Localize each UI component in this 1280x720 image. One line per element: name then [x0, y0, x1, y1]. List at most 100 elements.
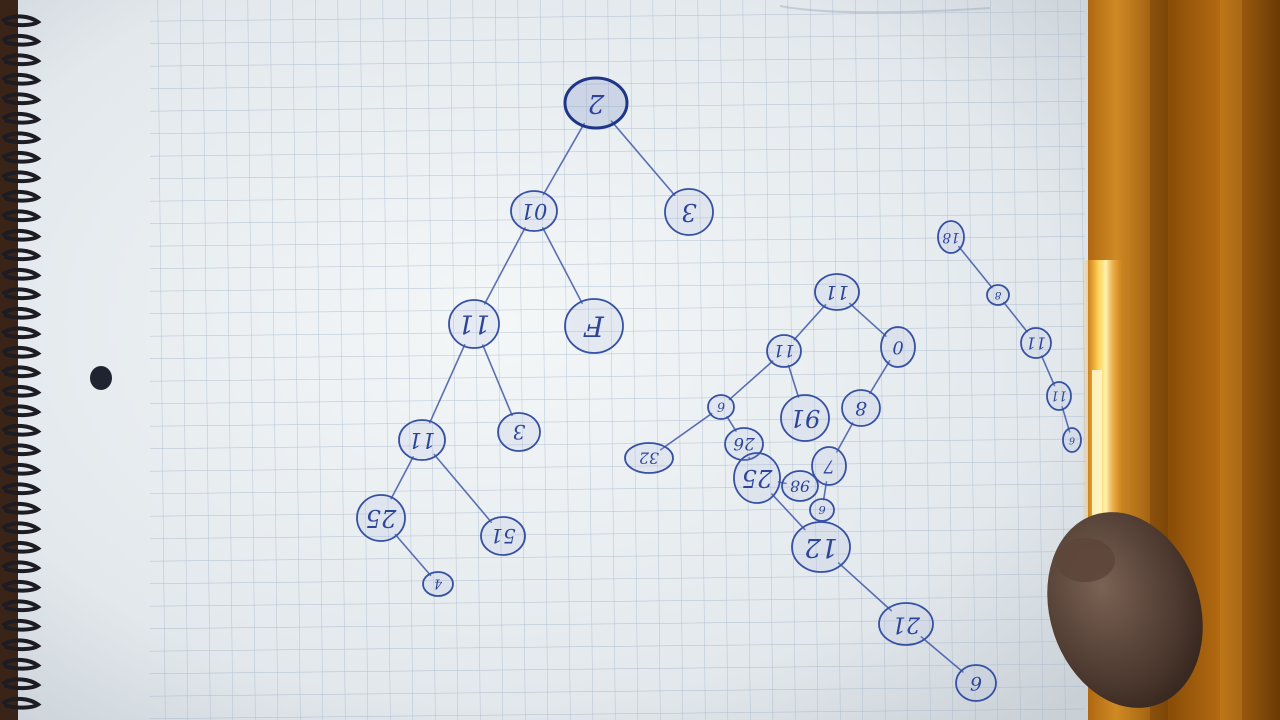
tree-node: 21 [878, 602, 934, 646]
tree-edge [541, 227, 583, 305]
spiral-binding-icon [2, 14, 42, 710]
spiral-coil [2, 53, 42, 67]
spiral-coil [2, 404, 42, 418]
node-circle [1062, 427, 1082, 453]
tree-edges [390, 120, 1071, 673]
tree-node: F [564, 298, 624, 354]
tree-node: 91 [780, 394, 830, 442]
node-label: 91 [790, 404, 821, 432]
spiral-coil [2, 599, 42, 613]
tree-node: 11 [814, 273, 860, 311]
node-label: 11 [1026, 334, 1046, 353]
tree-node: 11 [398, 419, 446, 461]
node-circle [664, 188, 714, 236]
tree-edge [483, 226, 526, 305]
node-circle [1020, 327, 1052, 359]
tree-node: 11 [448, 299, 500, 349]
spiral-coil [2, 33, 42, 47]
spiral-coil [2, 72, 42, 86]
node-label: 51 [490, 524, 515, 548]
tree-node: 8 [841, 389, 881, 427]
node-circle [766, 334, 802, 368]
tree-node: 4 [422, 571, 454, 597]
node-circle [733, 452, 781, 504]
spiral-coil [2, 443, 42, 457]
tree-edge [728, 360, 774, 401]
spiral-coil [2, 189, 42, 203]
node-label: 11 [773, 341, 794, 361]
tree-node: 6 [955, 664, 997, 702]
node-circle [986, 284, 1010, 306]
tree-edge [428, 344, 466, 424]
tree-edge [793, 303, 827, 341]
node-label: 01 [521, 199, 548, 223]
node-circle [809, 498, 835, 522]
node-circle [814, 273, 860, 311]
node-label: 11 [458, 310, 490, 339]
node-label: 8 [855, 397, 867, 419]
spiral-coil [2, 170, 42, 184]
spiral-coil [2, 540, 42, 554]
tree-edge [957, 245, 993, 289]
spiral-coil [2, 482, 42, 496]
node-label: 32 [639, 449, 659, 468]
tree-edge [1061, 406, 1071, 433]
tree-node: 6 [1062, 427, 1082, 453]
spiral-coil [2, 657, 42, 671]
spiral-coil [2, 462, 42, 476]
spiral-coil [2, 423, 42, 437]
spiral-coil [2, 228, 42, 242]
node-label: 8 [994, 289, 1001, 301]
tree-edge [920, 636, 964, 673]
node-circle [955, 664, 997, 702]
tree-node: 3 [497, 412, 541, 452]
node-label: 3 [513, 420, 526, 444]
tree-node: 11 [1020, 327, 1052, 359]
tree-edge [869, 360, 891, 395]
node-label: 12 [804, 532, 837, 562]
node-label: 18 [942, 229, 960, 245]
spiral-coil [2, 306, 42, 320]
node-label: 6 [717, 400, 725, 415]
spiral-coil [2, 150, 42, 164]
tree-node: 01 [510, 190, 558, 232]
tree-node: 26 [724, 427, 764, 461]
node-circle [724, 427, 764, 461]
spiral-coil [2, 14, 42, 28]
node-label: 6 [818, 503, 825, 517]
tree-node: 11 [766, 334, 802, 368]
node-label: 25 [366, 504, 398, 532]
node-label: 0 [892, 337, 903, 358]
spiral-coil [2, 560, 42, 574]
spiral-coil [2, 287, 42, 301]
tree-edge [1003, 301, 1028, 333]
node-label: 3 [681, 198, 696, 226]
tree-root-node: 2 [563, 76, 629, 130]
tree-edge [433, 453, 493, 524]
tree-edge [1040, 355, 1056, 387]
spiral-coil [2, 326, 42, 340]
tree-node: 11 [1046, 381, 1072, 411]
node-circle [811, 446, 847, 486]
tree-edge [394, 533, 432, 577]
bleed-through-mark [779, 5, 991, 14]
light-flare-core [1092, 370, 1102, 530]
tree-node: 8 [986, 284, 1010, 306]
node-circle [497, 412, 541, 452]
node-circle [937, 220, 965, 254]
tree-edge [481, 344, 513, 417]
tree-edge [726, 415, 737, 432]
tree-node: 0 [880, 326, 916, 368]
spiral-coil [2, 677, 42, 691]
node-label: 21 [892, 612, 921, 637]
tree-node: 7 [811, 446, 847, 486]
spiral-coil [2, 248, 42, 262]
tree-node: 3 [664, 188, 714, 236]
node-label: 11 [825, 281, 849, 303]
spiral-coil [2, 638, 42, 652]
spiral-coil [2, 501, 42, 515]
node-circle [781, 470, 819, 502]
tree-node: 6 [707, 394, 735, 420]
node-label: 25 [742, 464, 774, 492]
node-circle [1046, 381, 1072, 411]
